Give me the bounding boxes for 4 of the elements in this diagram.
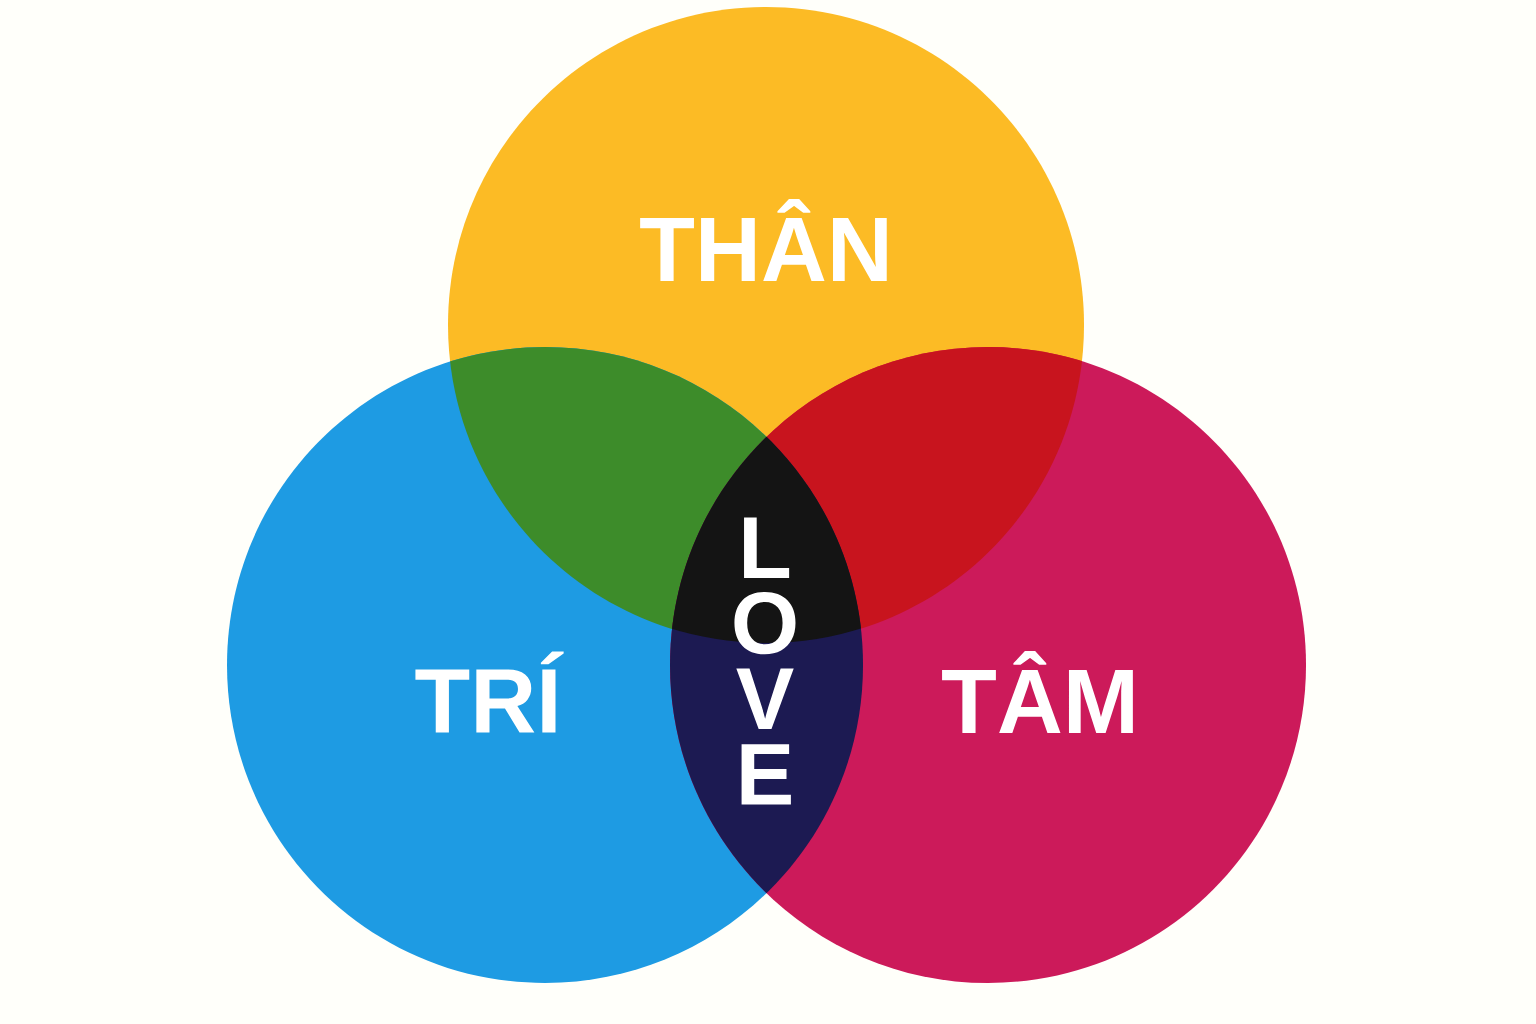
circle-label: THÂN xyxy=(640,199,887,281)
circle-label: TRÍ xyxy=(415,651,564,733)
circle-label: TÂM xyxy=(942,651,1133,733)
center-label: LOVE xyxy=(734,517,796,805)
